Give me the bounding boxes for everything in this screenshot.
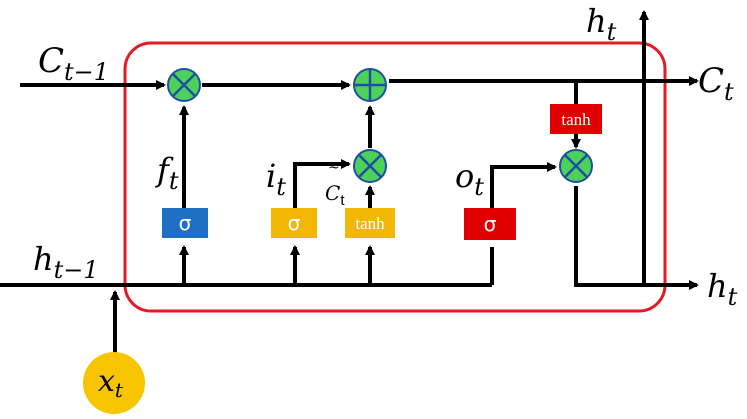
c-prev-label: Ct−1 bbox=[38, 41, 109, 86]
hidden-out-arrow bbox=[574, 186, 699, 290]
output-mult-path bbox=[490, 162, 557, 211]
cell-add-icon bbox=[353, 68, 387, 102]
o-label: ot bbox=[455, 157, 484, 201]
output-gate-label: σ bbox=[484, 212, 497, 236]
h-top-label: ht bbox=[586, 2, 617, 46]
i-label: it bbox=[266, 157, 286, 201]
forget-gate-label: σ bbox=[179, 211, 192, 235]
cell-tanh-gate: tanh bbox=[550, 104, 602, 134]
output-gate: σ bbox=[464, 208, 516, 240]
candidate-gate: tanh bbox=[345, 208, 395, 238]
c-tilde-label: ~ Ct bbox=[325, 160, 345, 209]
input-node bbox=[83, 352, 145, 414]
forget-gate: σ bbox=[162, 208, 208, 238]
input-mult-path bbox=[293, 159, 351, 211]
cell-boundary bbox=[123, 41, 667, 313]
forget-multiply-icon bbox=[167, 68, 201, 102]
input-multiply-icon bbox=[353, 149, 387, 183]
x-label: xt bbox=[98, 364, 124, 402]
input-gate-label: σ bbox=[288, 211, 301, 235]
cell-tanh-label: tanh bbox=[561, 110, 591, 129]
input-gate: σ bbox=[271, 208, 317, 238]
h-out-label: ht bbox=[707, 267, 738, 311]
svg-text:Ct: Ct bbox=[325, 181, 345, 209]
h-prev-label: ht−1 bbox=[33, 240, 99, 284]
c-out-label: Ct bbox=[698, 61, 734, 106]
candidate-gate-label: tanh bbox=[355, 214, 385, 233]
output-multiply-icon bbox=[559, 149, 593, 183]
svg-text:~: ~ bbox=[328, 160, 340, 176]
f-label: ft bbox=[155, 151, 179, 195]
